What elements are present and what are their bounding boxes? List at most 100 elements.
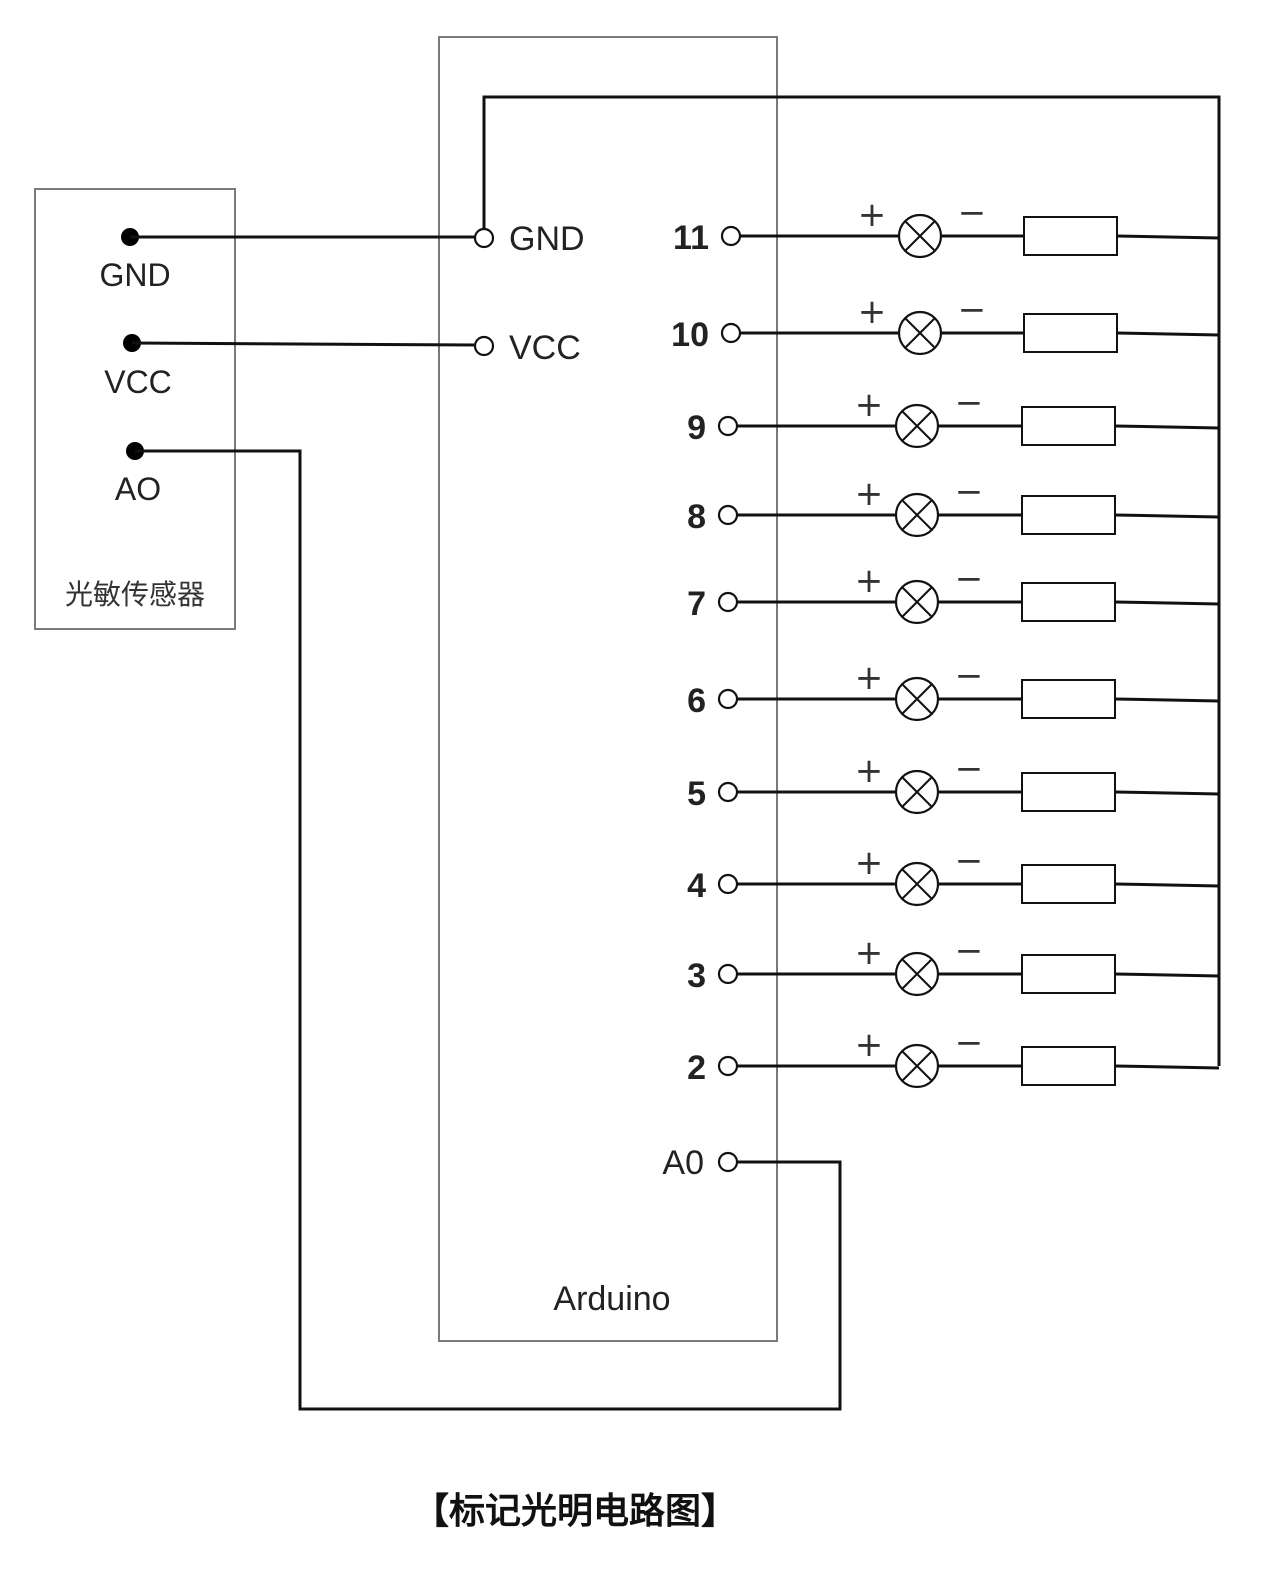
resistor-icon bbox=[1023, 216, 1118, 256]
light-sensor-module: GND VCC AO 光敏传感器 bbox=[34, 188, 236, 630]
resistor-to-ground-wire bbox=[1114, 790, 1220, 796]
pin-number-label: 6 bbox=[687, 682, 706, 720]
lamp-cross-line bbox=[901, 499, 933, 531]
led-minus-sign: − bbox=[955, 841, 984, 881]
arduino-digital-pin bbox=[717, 688, 739, 710]
led-row-6: 6 + − bbox=[687, 656, 1220, 722]
sensor-title: 光敏传感器 bbox=[65, 578, 205, 611]
led-plus-sign: + bbox=[858, 195, 887, 235]
resistor-icon bbox=[1021, 495, 1116, 535]
arduino-pin-vcc-label: VCC bbox=[509, 329, 581, 367]
led-minus-sign: − bbox=[955, 931, 984, 971]
resistor-to-ground-wire bbox=[1114, 697, 1220, 703]
led-row-2: 2 + − bbox=[687, 1023, 1220, 1089]
pin-number-label: 10 bbox=[671, 316, 709, 354]
led-row-7: 7+− bbox=[687, 559, 1220, 625]
arduino-box bbox=[438, 36, 778, 1342]
pin-number-label: 4 bbox=[687, 867, 706, 905]
led-minus-sign: − bbox=[955, 472, 984, 512]
arduino-digital-pin bbox=[717, 963, 739, 985]
lamp-cross-line bbox=[901, 958, 933, 990]
led-plus-sign: + bbox=[855, 1025, 884, 1065]
led-rows: 11+−10+−9+−8+−7+−6+−5+−4+−3+−2+− bbox=[671, 193, 1220, 1089]
lamp-cross-line bbox=[901, 868, 933, 900]
pin-number-label: 9 bbox=[687, 409, 706, 447]
resistor-icon bbox=[1021, 679, 1116, 719]
led-row-3: 3 + − bbox=[687, 931, 1220, 997]
resistor-to-ground-wire bbox=[1116, 331, 1220, 337]
sensor-pin-ao-label: AO bbox=[115, 471, 161, 507]
arduino-title: Arduino bbox=[553, 1280, 670, 1318]
led-minus-sign: − bbox=[958, 193, 987, 233]
power-wiring bbox=[130, 95, 1221, 1066]
resistor-to-ground-wire bbox=[1114, 882, 1220, 888]
resistor-icon bbox=[1023, 313, 1118, 353]
pin-number-label: 8 bbox=[687, 498, 706, 536]
led-minus-sign: − bbox=[955, 383, 984, 423]
resistor-icon bbox=[1021, 864, 1116, 904]
led-minus-sign: − bbox=[955, 559, 984, 599]
led-row-11: 11 + − bbox=[673, 193, 1220, 259]
resistor-to-ground-wire bbox=[1114, 972, 1220, 978]
led-row-5: 5 + − bbox=[687, 749, 1220, 815]
lamp-cross-line bbox=[904, 317, 936, 349]
led-row-10: 10 + − bbox=[671, 290, 1220, 356]
pin-number-label: 3 bbox=[687, 957, 706, 995]
pin-number-label: 5 bbox=[687, 775, 706, 813]
led-plus-sign: + bbox=[855, 474, 884, 514]
lamp-cross-line bbox=[904, 220, 936, 252]
resistor-icon bbox=[1021, 772, 1116, 812]
led-plus-sign: + bbox=[855, 658, 884, 698]
resistor-icon bbox=[1021, 406, 1116, 446]
arduino-board: Arduino GND VCC A0 bbox=[438, 36, 778, 1342]
pin-number-label: 11 bbox=[673, 219, 709, 257]
resistor-icon bbox=[1021, 1046, 1116, 1086]
led-row-4: 4 + − bbox=[687, 841, 1220, 907]
arduino-pin-gnd-label: GND bbox=[509, 220, 585, 258]
ao-signal-wire bbox=[135, 449, 842, 1411]
led-minus-sign: − bbox=[955, 749, 984, 789]
resistor-to-ground-wire bbox=[1116, 234, 1220, 240]
led-row-8: 8 + − bbox=[687, 472, 1220, 538]
arduino-digital-pin bbox=[717, 504, 739, 526]
led-minus-sign: − bbox=[955, 1023, 984, 1063]
arduino-digital-pin bbox=[717, 873, 739, 895]
arduino-digital-pin bbox=[720, 322, 742, 344]
led-plus-sign: + bbox=[855, 843, 884, 883]
sensor-box bbox=[34, 188, 236, 630]
resistor-to-ground-wire bbox=[1114, 424, 1220, 430]
led-plus-sign: + bbox=[855, 751, 884, 791]
arduino-digital-pin bbox=[717, 591, 739, 613]
resistor-icon bbox=[1021, 954, 1116, 994]
arduino-digital-pin bbox=[717, 781, 739, 803]
arduino-gnd-pin bbox=[473, 227, 495, 249]
analog-wiring bbox=[135, 449, 842, 1411]
led-minus-sign: − bbox=[955, 656, 984, 696]
led-minus-sign: − bbox=[958, 290, 987, 330]
resistor-icon bbox=[1021, 582, 1116, 622]
resistor-to-ground-wire bbox=[1114, 1064, 1220, 1070]
sensor-pin-gnd-label: GND bbox=[99, 257, 170, 293]
arduino-digital-pin bbox=[720, 225, 742, 247]
led-row-9: 9+− bbox=[687, 383, 1220, 449]
led-plus-sign: + bbox=[855, 561, 884, 601]
arduino-vcc-pin bbox=[473, 335, 495, 357]
arduino-digital-pin bbox=[717, 1055, 739, 1077]
ground-bus-wire bbox=[482, 95, 1221, 1066]
sensor-pin-vcc-label: VCC bbox=[104, 364, 172, 400]
vcc-wire bbox=[131, 341, 476, 347]
arduino-a0-pin bbox=[717, 1151, 739, 1173]
led-plus-sign: + bbox=[858, 292, 887, 332]
arduino-digital-pin bbox=[717, 415, 739, 437]
resistor-to-ground-wire bbox=[1114, 600, 1220, 606]
pin-number-label: 2 bbox=[687, 1049, 706, 1087]
lamp-cross-line bbox=[901, 1050, 933, 1082]
lamp-cross-line bbox=[901, 586, 933, 618]
diagram-caption: 【标记光明电路图】 bbox=[413, 1490, 737, 1532]
resistor-to-ground-wire bbox=[1114, 513, 1220, 519]
lamp-cross-line bbox=[901, 410, 933, 442]
lamp-cross-line bbox=[901, 776, 933, 808]
arduino-pin-a0-label: A0 bbox=[662, 1144, 704, 1182]
led-plus-sign: + bbox=[855, 933, 884, 973]
